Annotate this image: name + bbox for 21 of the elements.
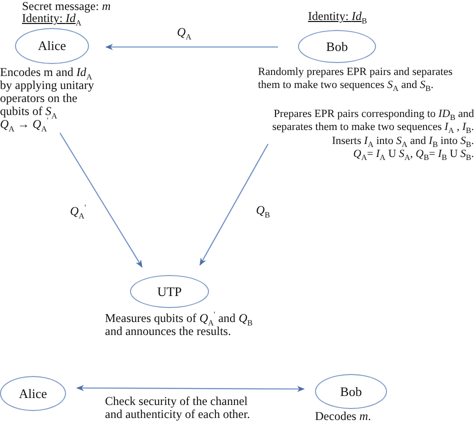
- actor-ellipse: Bob: [315, 374, 387, 409]
- annotation-text: Encodes m and Id$_{A}$ by applying unitary operators on the qubits of S$_{A}$: [0, 66, 95, 118]
- actor-ellipse: UTP: [130, 275, 209, 308]
- arrow: [76, 384, 305, 392]
- actor-ellipse: Alice: [0, 376, 66, 411]
- edge-label: Q$_{B}$: [256, 204, 270, 217]
- annotation-text: Inserts I$_{A}$ into S$_{A}$ and I$_{B}$ into S$_{B}$.: [330, 135, 474, 148]
- arrow: [105, 44, 278, 50]
- annotation-text: Identity: Id$_{B}$: [308, 10, 368, 23]
- annotation-text: Secret message: m: [22, 0, 112, 13]
- actor-ellipse: Alice: [15, 28, 89, 64]
- annotation-text: Prepares EPR pairs corresponding to ID$_{B}$ and separates them to make two sequences I$_{A}$ , I$_{B}$.: [271, 108, 474, 134]
- arrow: [60, 132, 142, 268]
- actor-ellipse: Bob: [298, 30, 376, 63]
- annotation-text: Randomly prepares EPR pairs and separates them to make two sequences S$_{A}$ and S$_{B}$.: [258, 66, 454, 92]
- annotation-text: Q$_{A}$= I$_{A}$ U S$_{A}$, Q$_{B}$= I$_{B}$ U S$_{B}$.: [352, 148, 474, 161]
- edge-label: Q$_{A}$: [177, 26, 192, 39]
- annotation-text: Identity: Id$_{A}$: [22, 12, 82, 25]
- annotation-text: Decodes m.: [315, 410, 372, 422]
- annotation-text: Measures qubits of Q$_{A}$$^{'}$ and Q$_{B}$ and announces the results.: [105, 312, 254, 338]
- arrow: [200, 144, 268, 266]
